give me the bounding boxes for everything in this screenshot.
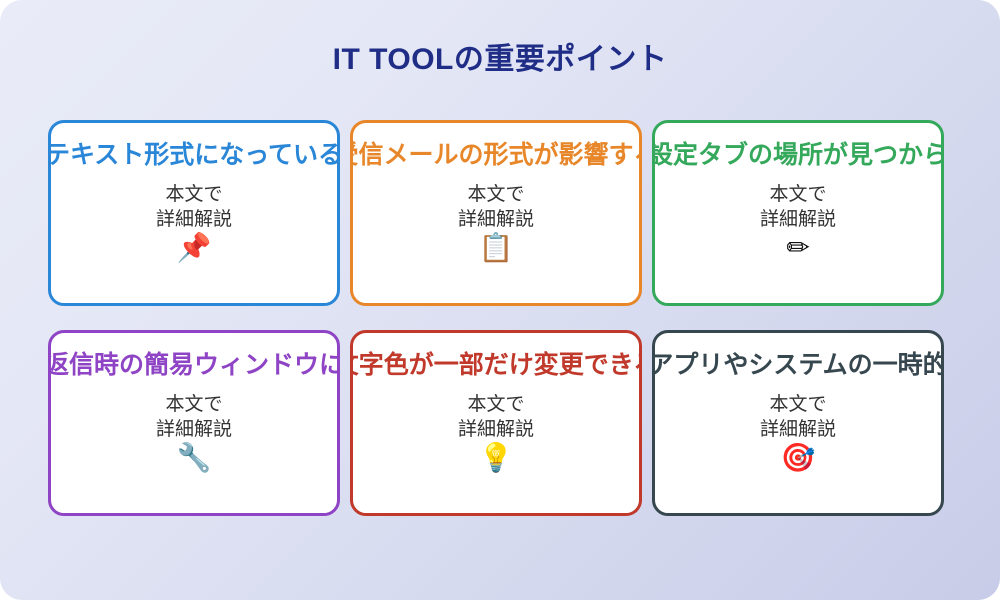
lightbulb-icon: 💡 <box>478 441 514 473</box>
point-card[interactable]: 書式設定タブの場所が見つからない 本文で 詳細解説 ✏ <box>652 120 944 306</box>
point-card[interactable]: 受信メールの形式が影響する 本文で 詳細解説 📋 <box>350 120 642 306</box>
card-title: テキスト形式になっている <box>48 141 340 169</box>
card-body: 本文で 詳細解説 <box>759 183 836 230</box>
point-card[interactable]: 返信時の簡易ウィンドウに 本文で 詳細解説 🔧 <box>48 330 340 516</box>
card-title: 文字色が一部だけ変更できる <box>353 351 642 379</box>
card-title: 返信時の簡易ウィンドウに <box>48 351 340 379</box>
point-card[interactable]: アプリやシステムの一時的 本文で 詳細解説 🎯 <box>652 330 944 516</box>
card-title: アプリやシステムの一時的 <box>652 351 944 379</box>
card-body: 本文で 詳細解説 <box>759 393 836 440</box>
wrench-icon: 🔧 <box>176 441 212 473</box>
card-body: 本文で 詳細解説 <box>155 393 232 440</box>
point-card[interactable]: テキスト形式になっている 本文で 詳細解説 📌 <box>48 120 340 306</box>
page-title: IT TOOLの重要ポイント <box>332 43 668 76</box>
card-title: 受信メールの形式が影響する <box>353 141 642 169</box>
card-body: 本文で 詳細解説 <box>457 183 534 230</box>
card-body: 本文で 詳細解説 <box>155 183 232 230</box>
card-body: 本文で 詳細解説 <box>457 393 534 440</box>
target-icon: 🎯 <box>780 441 816 473</box>
pencil-icon: ✏ <box>786 231 810 263</box>
clipboard-icon: 📋 <box>478 231 514 263</box>
pushpin-icon: 📌 <box>176 231 212 263</box>
card-grid: テキスト形式になっている 本文で 詳細解説 📌 受信メールの形式が影響する 本文… <box>48 120 952 516</box>
card-title: 書式設定タブの場所が見つからない <box>652 141 944 169</box>
point-card[interactable]: 文字色が一部だけ変更できる 本文で 詳細解説 💡 <box>350 330 642 516</box>
